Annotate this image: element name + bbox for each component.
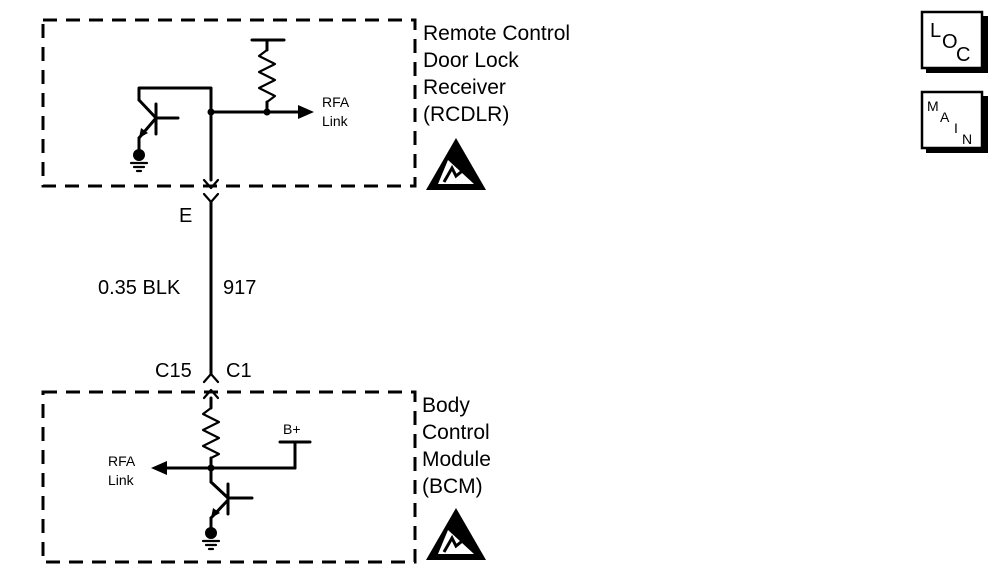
bcm-dashed-border — [41, 390, 417, 564]
bcm-esd-sensitive-icon — [426, 508, 486, 560]
bcm-component: B+ RFA Link Body Control Module (BCM) — [41, 390, 491, 564]
bcm-rfa-arrow-icon — [151, 461, 167, 475]
loc-letter-l: L — [930, 20, 941, 42]
bcm-supply-label: B+ — [283, 421, 301, 437]
wire-circuit-number-label: 917 — [223, 277, 256, 299]
rcdlr-title-line2: Door Lock — [423, 49, 519, 72]
terminal-c1-label: C1 — [226, 360, 252, 382]
bcm-ground-icon — [201, 527, 221, 551]
loc-letter-c: C — [956, 44, 970, 66]
rcdlr-link-label: Link — [322, 113, 349, 129]
bcm-title-line1: Body — [422, 394, 470, 417]
bcm-link-label: Link — [108, 472, 135, 488]
main-letter-a: A — [940, 109, 950, 125]
rcdlr-resistor — [257, 48, 277, 104]
rcdlr-component: RFA Link Remote Control Door Lock Receiv… — [41, 18, 570, 190]
bcm-title-line2: Control — [422, 421, 490, 444]
bcm-rfa-label: RFA — [108, 453, 136, 469]
terminal-e-connector — [202, 178, 220, 190]
bcm-title-line4: (BCM) — [422, 475, 483, 498]
rcdlr-rfa-label: RFA — [322, 94, 350, 110]
main-letter-n: N — [962, 131, 972, 147]
rcdlr-esd-sensitive-icon — [426, 138, 486, 190]
rcdlr-dashed-border — [41, 18, 417, 188]
bcm-title-line3: Module — [422, 448, 491, 471]
rcdlr-title-line3: Receiver — [423, 76, 506, 99]
loc-button[interactable]: L O C — [920, 10, 988, 73]
terminal-c1-connector — [202, 372, 220, 384]
rcdlr-title-line4: (RCDLR) — [423, 103, 509, 126]
rcdlr-title-line1: Remote Control — [423, 22, 570, 45]
wire-gauge-color-label: 0.35 BLK — [98, 277, 181, 299]
bcm-transistor — [209, 480, 230, 500]
main-button[interactable]: M A I N — [920, 90, 988, 153]
loc-letter-o: O — [942, 31, 958, 53]
main-letter-i: I — [954, 120, 958, 136]
rcdlr-rfa-arrow-icon — [298, 105, 314, 119]
rcdlr-transistor — [137, 98, 158, 120]
connector-c15-label: C15 — [155, 360, 192, 382]
bcm-resistor — [201, 406, 221, 460]
terminal-e-label: E — [179, 205, 192, 227]
main-letter-m: M — [927, 98, 939, 114]
rcdlr-ground-icon — [129, 149, 149, 173]
wire-917: E 0.35 BLK 917 C15 C1 — [98, 178, 256, 400]
